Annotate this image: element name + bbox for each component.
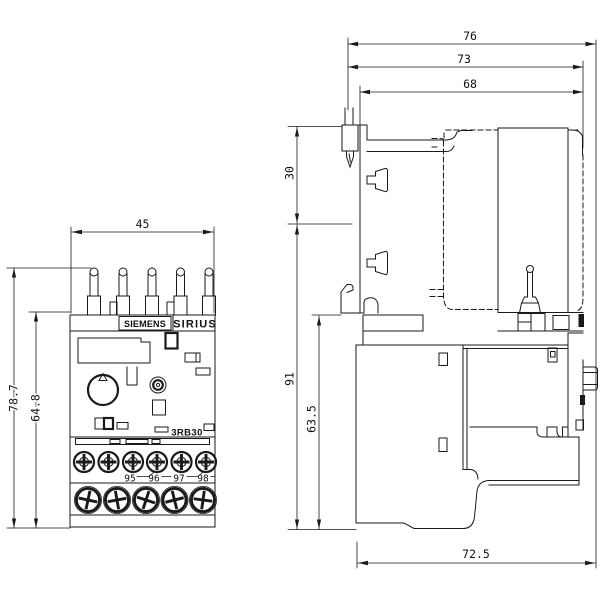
pin (87, 267, 101, 316)
screw-terminal-aux[interactable] (170, 450, 193, 474)
screw-terminal-main[interactable] (74, 485, 103, 514)
screw-terminal-aux[interactable] (121, 450, 145, 474)
siemens-logo-text: SIEMENS (124, 319, 166, 329)
din-rail-hook (341, 107, 359, 169)
right-side-profile (469, 129, 598, 486)
small-slot (195, 367, 211, 376)
sirius-text: SIRIUS (173, 319, 217, 331)
aux-terminal-row: 95 96 97 98 (72, 450, 218, 486)
dim-side-upper-depth: 73 (457, 52, 471, 66)
lower-hook (340, 284, 364, 314)
terminal-label-95: 95 (124, 474, 135, 485)
face-panel: 3RB30 (77, 331, 215, 440)
label-window (77, 337, 151, 364)
pin-tab (166, 301, 175, 316)
selector-left (94, 417, 105, 430)
side-ledge (362, 314, 424, 332)
pin (145, 267, 159, 316)
screw-terminal-main[interactable] (160, 485, 189, 514)
dim-side-body-depth: 68 (463, 77, 477, 91)
dim-front-body-height: 64.8 (29, 394, 43, 422)
dim-side-bottom-depth: 72.5 (462, 547, 490, 561)
screw-terminal-aux[interactable] (97, 450, 120, 474)
dim-side-top-section: 30 (283, 166, 297, 180)
dim-side-mounting-height: 91 (283, 372, 297, 386)
pin (173, 267, 188, 316)
dim-side-lower-height: 63.5 (305, 405, 319, 433)
lower-body-outline (355, 330, 490, 529)
screw-terminal-main[interactable] (103, 485, 132, 514)
coil-pin (518, 265, 542, 314)
mounting-strip (75, 438, 210, 445)
top-cutout (164, 331, 179, 350)
bottom-steps (469, 426, 580, 486)
front-dimensions: 45 78.7 64.8 (5, 216, 215, 529)
siemens-logo-box (118, 316, 172, 331)
terminal-label-97: 97 (173, 474, 184, 485)
small-window (116, 422, 129, 430)
screw-terminal-aux[interactable] (72, 450, 96, 474)
terminal-screw-side[interactable] (582, 366, 598, 391)
dim-front-width: 45 (136, 217, 150, 231)
contactor-hidden-outline (429, 129, 584, 312)
main-terminal-row (74, 485, 217, 514)
brand-band: SIEMENS SIRIUS (118, 314, 217, 332)
upper-left-profile (357, 124, 473, 314)
model-text: 3RB30 (171, 428, 203, 439)
terminal-label-98: 98 (197, 474, 209, 485)
model-bar (154, 426, 169, 433)
bottom-strip (497, 313, 584, 332)
screw-terminal-aux[interactable] (194, 450, 218, 474)
rear-block (497, 127, 584, 313)
side-dimensions: 76 73 68 30 91 63.5 72.5 (281, 28, 597, 569)
retaining-claw (366, 167, 388, 193)
terminal-block-side (438, 332, 584, 480)
screw-terminal-aux[interactable] (145, 450, 169, 474)
front-view: SIEMENS SIRIUS 3RB30 (5, 216, 218, 529)
connector-slot (184, 352, 201, 363)
dim-front-total-height: 78.7 (7, 384, 21, 412)
pin-tab (109, 301, 118, 316)
label-leaders (136, 471, 215, 477)
connection-pins (87, 267, 216, 316)
stop-window (152, 399, 166, 416)
screw-terminal-main[interactable] (131, 485, 160, 514)
pin (202, 267, 216, 316)
reset-button[interactable] (149, 376, 167, 394)
side-view: 76 73 68 30 91 63.5 72.5 (281, 28, 598, 569)
pin (116, 267, 130, 316)
retaining-claw (366, 250, 388, 276)
test-slide[interactable] (126, 366, 138, 386)
selector-right (102, 416, 115, 431)
front-body-outline (69, 314, 216, 528)
dim-side-total-depth: 76 (463, 29, 477, 43)
edge-slot (203, 423, 215, 431)
release-latch (363, 297, 379, 314)
current-dial[interactable] (86, 372, 120, 407)
screw-terminal-main[interactable] (188, 485, 217, 514)
terminal-label-96: 96 (148, 474, 160, 485)
